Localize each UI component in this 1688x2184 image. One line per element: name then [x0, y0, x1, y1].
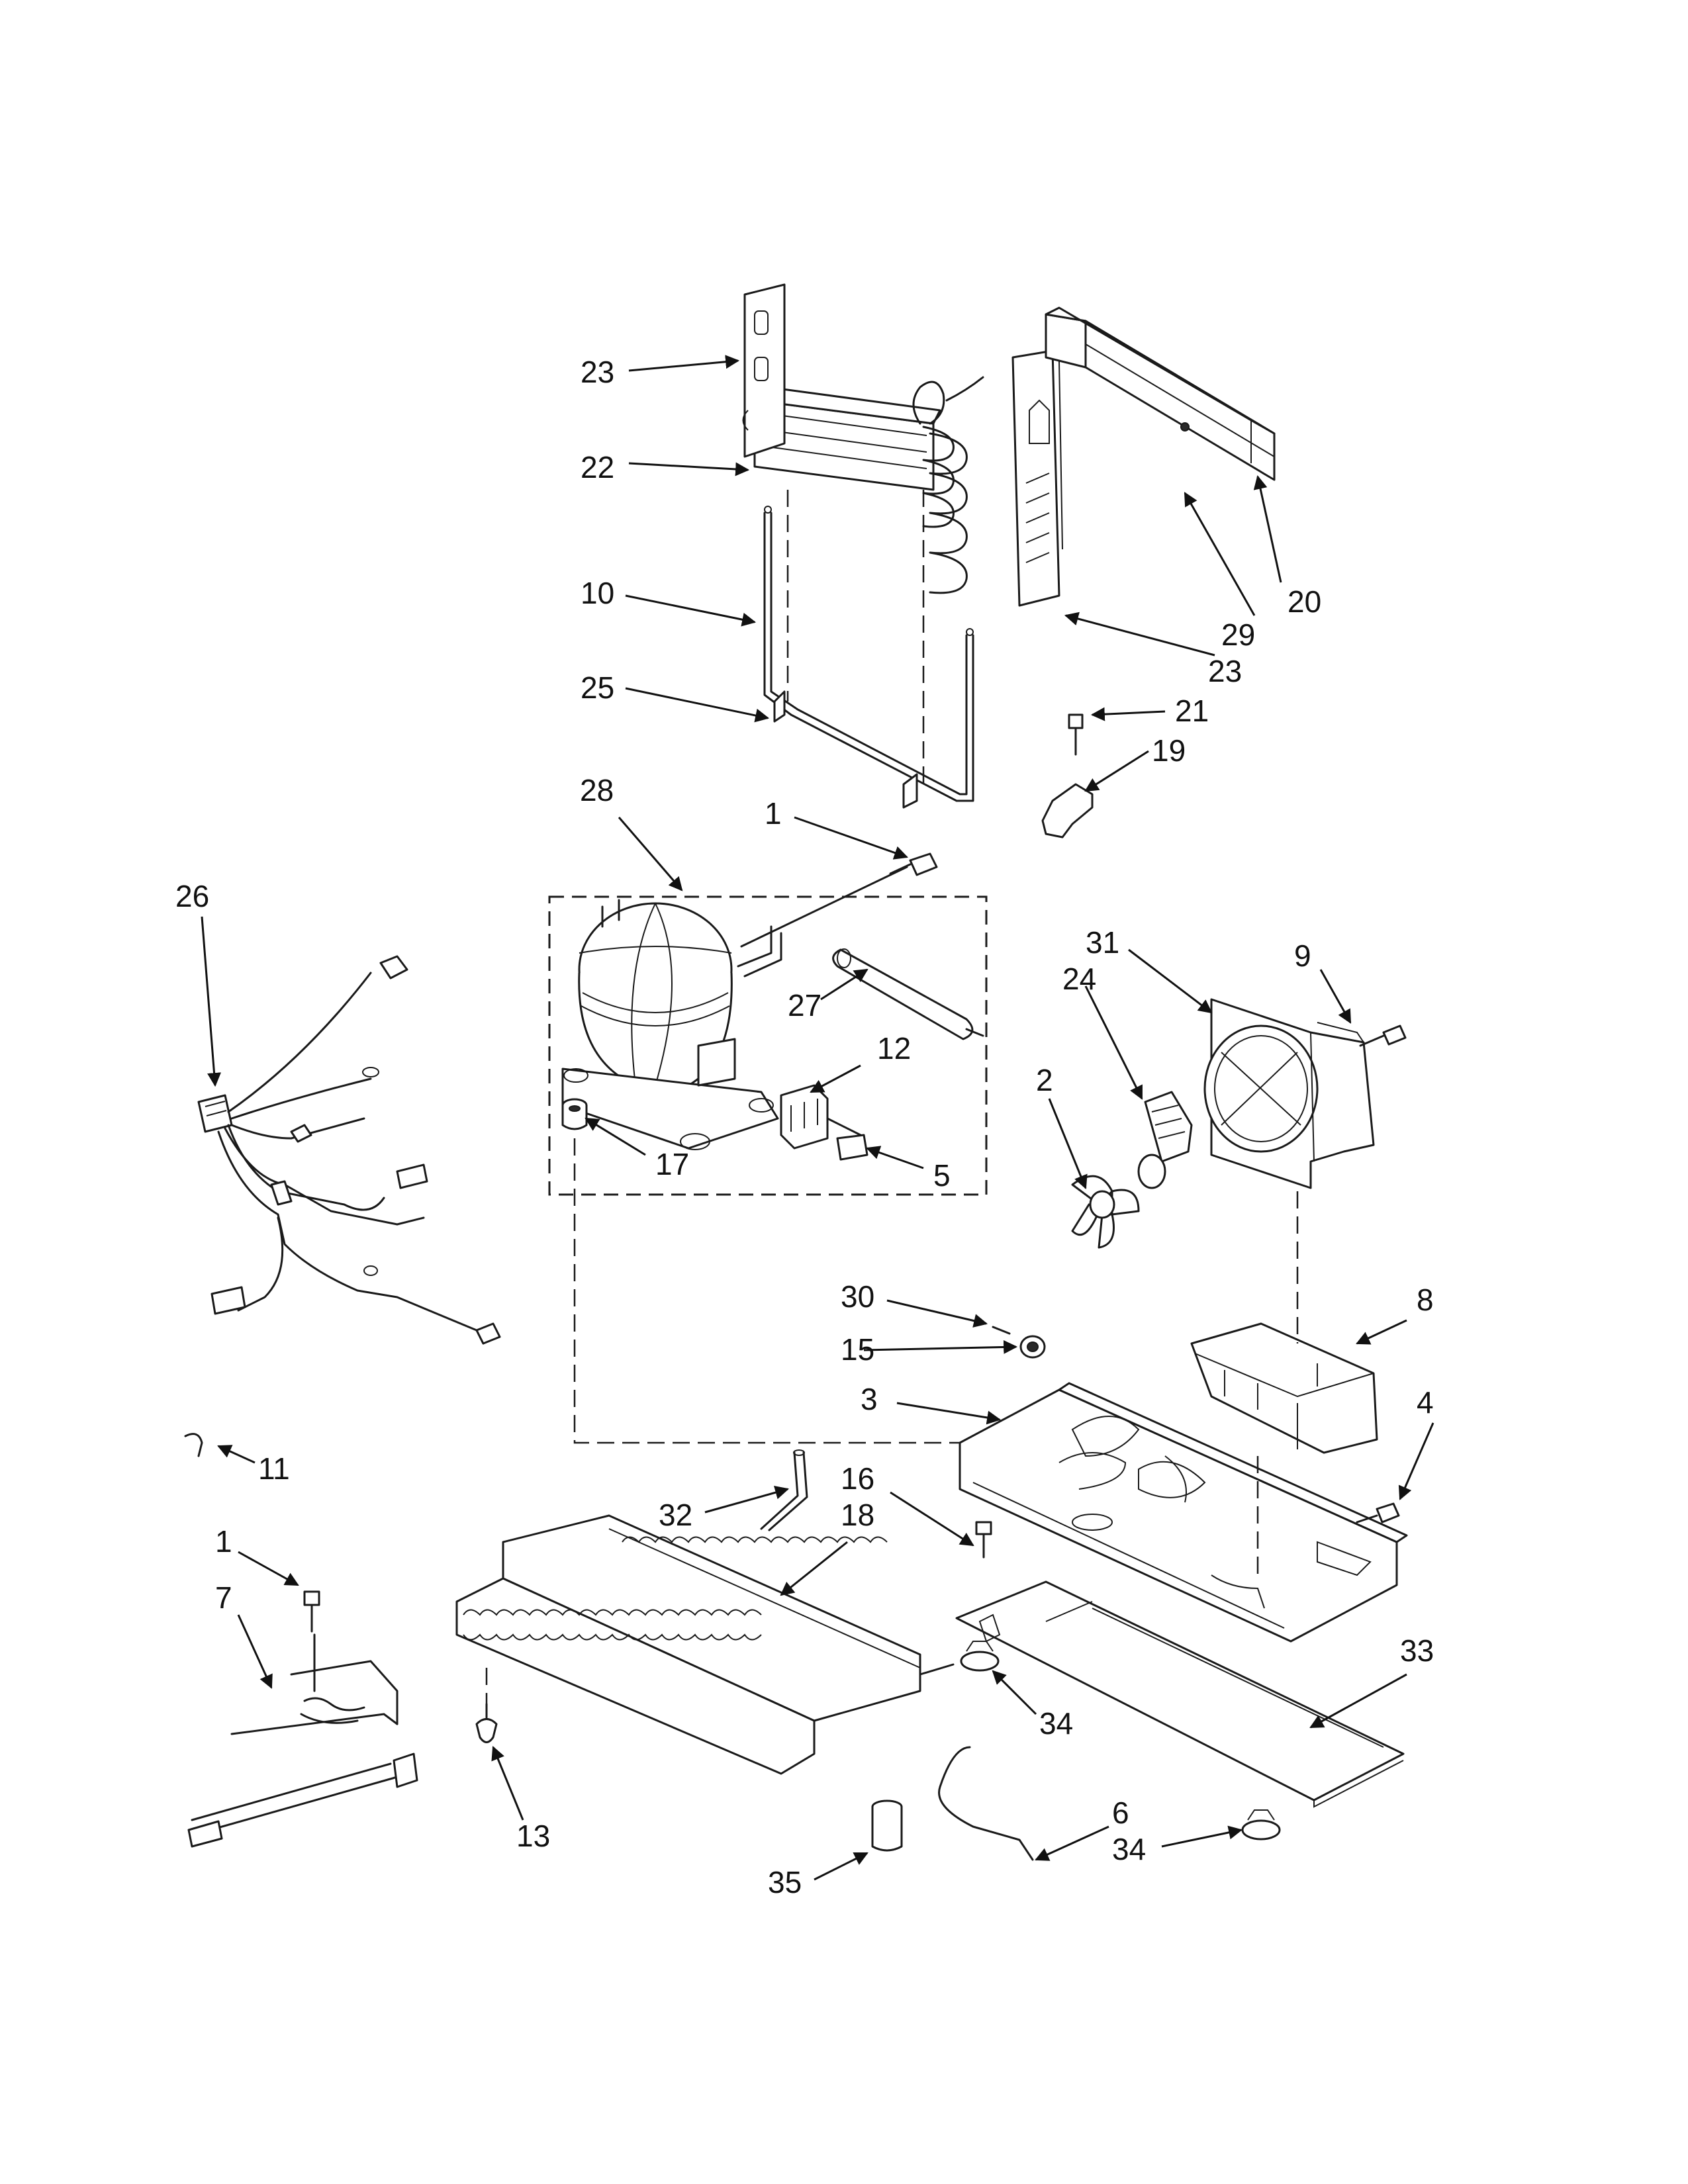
wire-6: [938, 1746, 1034, 1861]
callout-29: 29: [1221, 617, 1255, 652]
callout-7: 7: [215, 1580, 232, 1615]
foot-34-right: [1241, 1809, 1281, 1841]
callout-8: 8: [1417, 1283, 1434, 1317]
callout-2: 2: [1036, 1063, 1053, 1097]
callout-13: 13: [516, 1819, 550, 1853]
clip-11: [184, 1433, 203, 1457]
callout-27: 27: [788, 988, 821, 1023]
callout-4: 4: [1417, 1385, 1434, 1420]
foot-34-left: [960, 1641, 1000, 1672]
fan-motor: [1137, 1091, 1193, 1189]
capacitor-35: [871, 1799, 903, 1852]
callout-21: 21: [1175, 694, 1209, 728]
clip-13: [475, 1703, 498, 1743]
wiring-harness: [197, 955, 501, 1345]
callout-10: 10: [581, 576, 614, 610]
fan-blade: [1071, 1175, 1140, 1249]
compressor-assembly-box: [548, 895, 988, 1196]
callout-23-upper: 23: [581, 355, 614, 389]
drain-trough: [773, 690, 786, 723]
evaporator-cover: [1045, 306, 1276, 481]
callout-15: 15: [841, 1332, 874, 1367]
drain-trough-right: [902, 773, 918, 809]
condenser: [455, 1514, 955, 1775]
callout-11: 11: [258, 1451, 290, 1486]
compressor-base-guide: [573, 1138, 960, 1444]
clip-19: [1041, 783, 1094, 839]
fan-bracket-8: [1190, 1322, 1378, 1454]
wiring-harness-7: [187, 1633, 418, 1848]
callout-26: 26: [175, 879, 209, 913]
drier-27: [832, 948, 984, 1040]
callout-30: 30: [841, 1279, 874, 1314]
callout-17: 17: [655, 1147, 689, 1181]
callout-33: 33: [1400, 1633, 1434, 1668]
tube-32: [760, 1449, 808, 1531]
callout-32: 32: [659, 1498, 692, 1532]
callout-22: 22: [581, 450, 614, 484]
baffle: [955, 1580, 1405, 1808]
evaporator: [753, 376, 984, 594]
grommet-15: [1019, 1335, 1046, 1359]
callout-23-lower: 23: [1208, 654, 1242, 688]
callout-28: 28: [580, 773, 614, 807]
callout-34-right: 34: [1112, 1832, 1146, 1866]
discharge-line: [740, 866, 908, 948]
callout-35: 35: [768, 1865, 802, 1899]
callout-9: 9: [1294, 938, 1311, 973]
screw-1-bottom: [303, 1590, 320, 1633]
callout-18: 18: [841, 1498, 874, 1532]
spacer-30: [992, 1326, 1011, 1335]
callout-1-upper: 1: [765, 796, 782, 831]
screw-9: [1359, 1024, 1407, 1047]
screw-1-top: [889, 852, 938, 876]
callout-34-left: 34: [1039, 1706, 1073, 1741]
callout-12: 12: [877, 1031, 911, 1066]
compressor: [561, 899, 782, 1150]
callout-16: 16: [841, 1461, 874, 1496]
screw-16: [975, 1521, 992, 1559]
evaporator-bracket-left: [742, 283, 786, 458]
callout-labels: 23 22 10 25 20 29 23 21 19 28 1 26 27 12…: [175, 355, 1434, 1899]
machine-compartment-base: [959, 1382, 1408, 1643]
callout-20: 20: [1288, 584, 1321, 619]
fan-shroud: [1203, 998, 1375, 1189]
callout-25: 25: [581, 670, 614, 705]
callout-6: 6: [1112, 1796, 1129, 1830]
callout-19: 19: [1152, 733, 1186, 768]
callout-5: 5: [933, 1158, 951, 1193]
screw-21: [1068, 713, 1084, 756]
grommet-17: [561, 1098, 588, 1130]
leader-lines: [201, 355, 1434, 1881]
callout-31: 31: [1086, 925, 1119, 960]
callout-1-lower: 1: [215, 1524, 232, 1559]
screw-4: [1356, 1502, 1400, 1524]
evaporator-bracket-right: [1011, 349, 1063, 607]
callout-24: 24: [1062, 962, 1096, 996]
callout-3: 3: [861, 1382, 878, 1416]
overload-cap-5: [836, 1134, 868, 1161]
defrost-heater: [763, 506, 974, 802]
